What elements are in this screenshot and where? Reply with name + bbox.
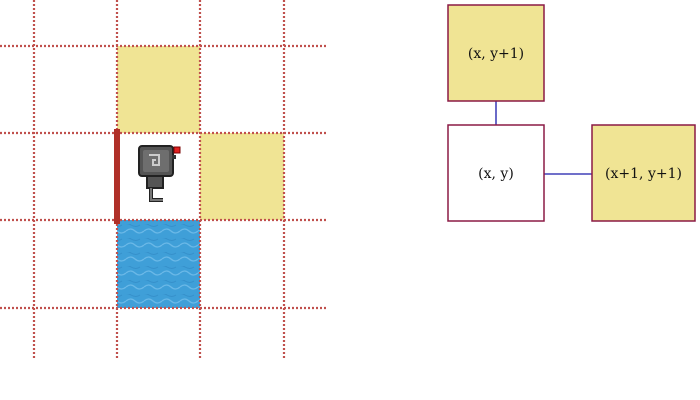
grid-world (0, 0, 330, 365)
water-cell (117, 220, 200, 308)
robot-icon (138, 145, 181, 202)
graph-node-right: (x+1, y+1) (591, 124, 696, 222)
graph-svg: (x, y+1) (x, y) (x+1, y+1) (447, 4, 696, 222)
neighbor-graph: (x, y+1) (x, y) (x+1, y+1) (440, 0, 700, 225)
neighbor-cell-up (117, 46, 200, 133)
graph-node-box (447, 124, 545, 222)
grid-svg (0, 0, 328, 360)
neighbor-cell-right (200, 133, 284, 220)
graph-node-label: (x+1, y+1) (605, 166, 682, 182)
graph-node-box (447, 4, 545, 102)
graph-node-box (591, 124, 696, 222)
graph-node-top: (x, y+1) (447, 4, 545, 102)
graph-node-label: (x, y+1) (468, 46, 524, 62)
graph-node-label: (x, y) (478, 166, 514, 182)
graph-node-center: (x, y) (447, 124, 545, 222)
